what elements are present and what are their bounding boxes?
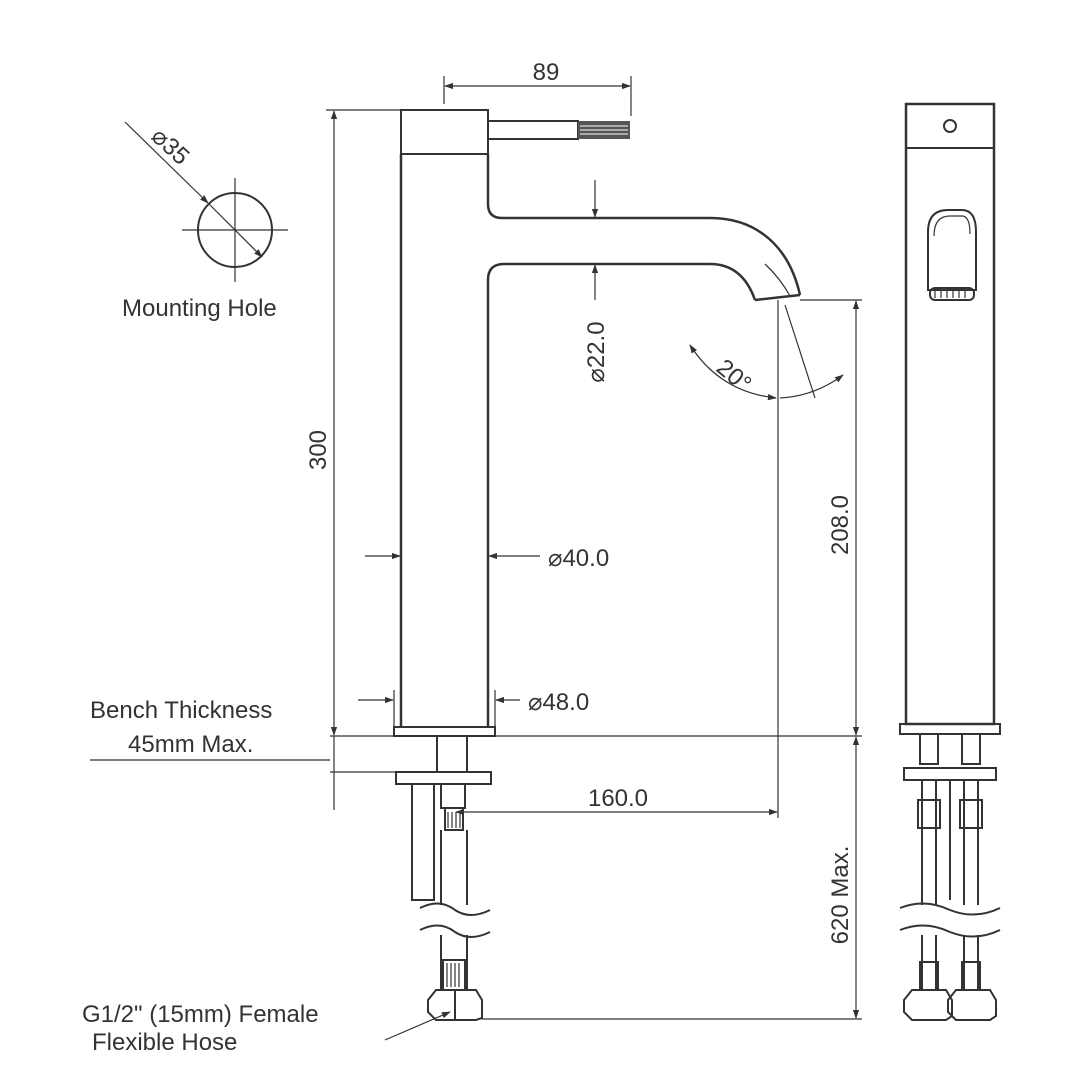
spout-tip [754, 293, 801, 302]
tap-side-view [899, 102, 1001, 1021]
threaded-shank [436, 735, 468, 773]
mounting-hole-leader [124, 121, 209, 204]
spout-bottom-edge [486, 262, 757, 727]
dimensions: 89 300 ⌀22.0 20° 208.0 ⌀40.0 ⌀48.0 160.0 [82, 59, 862, 1056]
side-backnut [903, 767, 997, 781]
dim-620-label: 620 Max. [827, 846, 854, 945]
tap-front-view [393, 109, 802, 1021]
spout-highlight [764, 263, 791, 297]
hose-end-ferrule [442, 959, 466, 991]
side-hose-left-nut [919, 733, 939, 765]
handle-cap [400, 109, 489, 155]
mounting-hole-label: Mounting Hole [122, 295, 277, 322]
hose-ferrule [444, 807, 464, 831]
base-flange [393, 726, 496, 737]
side-spout-inner [933, 215, 971, 237]
hose-nut [440, 783, 466, 809]
hose-type-label: Flexible Hose [92, 1029, 237, 1056]
hose-break-upper [419, 902, 491, 916]
side-break-upper [899, 902, 1001, 916]
side-left-ferrule [917, 799, 941, 829]
side-right-female-nut [947, 989, 997, 1021]
bench-lines: Bench Thickness 45mm Max. [90, 697, 862, 810]
side-spout-outlet [929, 287, 975, 301]
hose-break-lower [419, 924, 491, 938]
side-base-flange [899, 723, 1001, 735]
side-handle-pivot [943, 119, 957, 133]
dim-22-label: ⌀22.0 [583, 321, 610, 382]
side-spout-profile [927, 209, 977, 291]
lever-handle [488, 120, 579, 140]
angle-label: 20° [711, 354, 756, 398]
mounting-hole-dia-label: ⌀35 [146, 123, 195, 171]
bench-max-label: 45mm Max. [128, 731, 253, 758]
dim-300-label: 300 [305, 430, 332, 470]
bench-thickness-label: Bench Thickness [90, 697, 272, 724]
dim-40-label: ⌀40.0 [548, 545, 609, 572]
dim-208-label: 208.0 [827, 495, 854, 555]
angle-arc-right [779, 374, 844, 399]
dim-48-label: ⌀48.0 [528, 689, 589, 716]
side-hose-right-nut [961, 733, 981, 765]
lever-knurl [578, 121, 630, 139]
side-body [904, 102, 996, 726]
backnut-washer [395, 771, 492, 785]
mounting-hole-leader-2 [207, 202, 263, 258]
hose-ferrule-knurl [447, 812, 461, 828]
mounting-hole-detail: ⌀35 Mounting Hole [122, 121, 288, 322]
hose-spec-label: G1/2" (15mm) Female [82, 1001, 319, 1028]
dim-160-label: 160.0 [588, 785, 648, 812]
angle-spout-ref [784, 304, 816, 399]
side-right-ferrule [959, 799, 983, 829]
hose-leader [384, 1011, 451, 1041]
mounting-rod [411, 783, 435, 901]
hose-female-nut [427, 989, 483, 1021]
side-outlet-aerator [934, 290, 966, 298]
side-break-lower [899, 924, 1001, 938]
spout-top-edge [486, 154, 802, 296]
angle-arc-left [689, 344, 777, 401]
side-left-female-nut [903, 989, 953, 1021]
dim-89-label: 89 [533, 59, 560, 86]
hose-end-knurl [446, 963, 460, 987]
